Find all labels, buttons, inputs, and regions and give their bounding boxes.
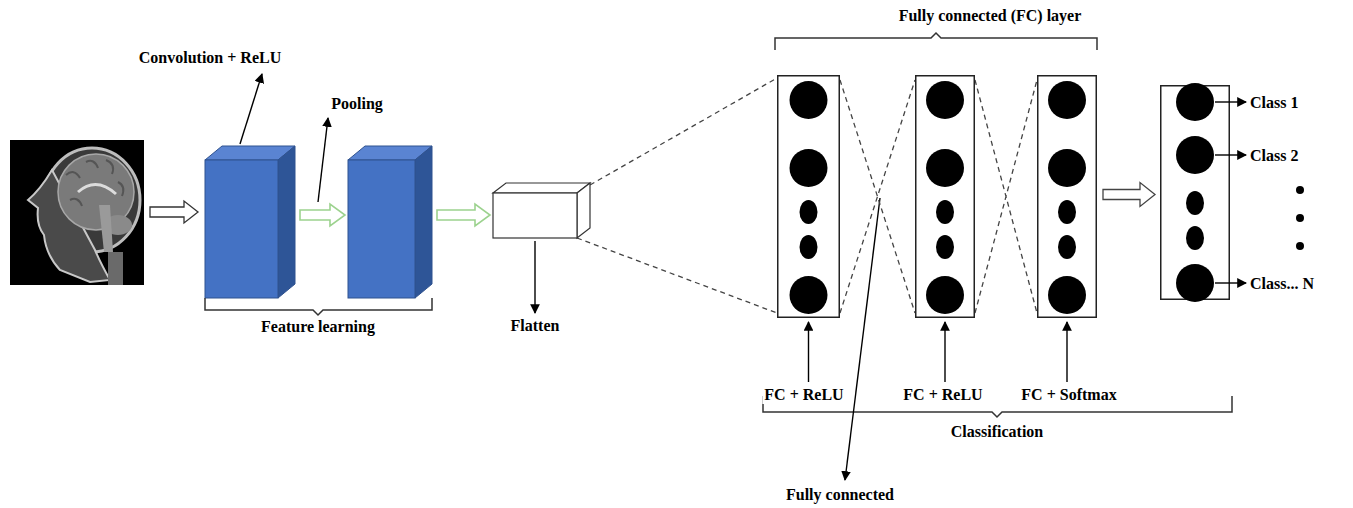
flatten-box: Flatten <box>493 183 590 238</box>
callout-label: Fully connected <box>784 485 896 504</box>
pointer-arrow <box>1215 282 1246 283</box>
mri-image <box>10 140 144 285</box>
neuron <box>1176 264 1214 302</box>
output-layer-shape <box>1160 85 1230 300</box>
neuron <box>926 276 964 314</box>
neuron <box>790 276 828 314</box>
box-front <box>493 193 577 238</box>
callout-label: Convolution + ReLU <box>137 48 283 67</box>
dot <box>1296 214 1304 222</box>
layer-label: FC + ReLU <box>901 385 984 404</box>
layer-outline <box>778 76 840 318</box>
neuron <box>926 149 964 187</box>
neuron <box>1048 81 1086 119</box>
dot <box>1296 186 1304 194</box>
neuron <box>1176 136 1214 174</box>
dense-connection <box>577 78 777 313</box>
class-label: Class... N <box>1248 274 1316 293</box>
pointer-arrow <box>808 322 809 382</box>
callout-label: Pooling <box>329 94 385 113</box>
flatten-box-shape <box>493 183 590 238</box>
neuron <box>1048 276 1086 314</box>
section-label: Fully connected (FC) layer <box>897 6 1084 25</box>
mri-brainstem <box>99 205 113 252</box>
neuron <box>936 235 954 259</box>
dense-connection <box>975 80 1037 313</box>
pointer-arrow <box>534 241 535 313</box>
pointer-arrow <box>944 322 945 382</box>
neuron <box>800 200 818 224</box>
flow-arrow <box>150 201 198 223</box>
neuron <box>800 235 818 259</box>
flow-arrow <box>437 204 490 226</box>
neuron <box>790 81 828 119</box>
neuron <box>1186 226 1204 250</box>
leader-line <box>845 198 880 480</box>
class-label: Class 2 <box>1248 146 1300 165</box>
fc-layer: FC + ReLU <box>915 75 975 318</box>
neuron <box>1058 235 1076 259</box>
mri-gyri <box>66 160 123 206</box>
block-front <box>205 160 278 298</box>
neuron <box>1048 149 1086 187</box>
layer-label: FC + Softmax <box>1019 385 1118 404</box>
bracket <box>775 33 1097 50</box>
conv-block <box>205 146 295 298</box>
neuron <box>1186 191 1204 215</box>
box-side <box>577 183 590 238</box>
class-label: Class 1 <box>1248 93 1300 112</box>
leader-line <box>240 74 262 144</box>
pointer-arrow <box>1215 101 1246 102</box>
fc-layer-shape <box>1037 75 1097 318</box>
flow-arrow <box>300 204 345 226</box>
fc-layer-shape <box>777 75 840 318</box>
section-label: Feature learning <box>259 317 377 336</box>
box-top <box>493 183 590 193</box>
pointer-arrow <box>1215 154 1246 155</box>
mri-corpus-callosum <box>78 184 116 194</box>
mri-background <box>10 140 144 285</box>
section-label: Classification <box>949 422 1045 441</box>
block-side <box>415 146 432 298</box>
dot <box>1296 242 1304 250</box>
layer-label: Flatten <box>509 316 562 335</box>
ellipsis-dots <box>1296 186 1304 250</box>
flow-arrow <box>1103 183 1155 207</box>
pool-block <box>348 146 432 298</box>
pointer-arrow <box>1066 322 1067 382</box>
fc-layer: FC + Softmax <box>1037 75 1097 318</box>
neuron <box>936 200 954 224</box>
layer-label: FC + ReLU <box>762 385 845 404</box>
dense-connection <box>840 80 915 313</box>
output-layer: Class 1Class 2Class... N <box>1160 85 1230 300</box>
fc-layer: FC + ReLU <box>777 75 840 318</box>
neuron <box>1176 83 1214 121</box>
block-side <box>278 146 295 298</box>
layer-outline <box>1038 76 1097 318</box>
neuron <box>790 149 828 187</box>
neuron <box>1058 200 1076 224</box>
layer-outline <box>916 76 975 318</box>
leader-line <box>318 118 328 202</box>
mri-spine <box>108 252 123 285</box>
neuron <box>926 81 964 119</box>
bracket <box>205 298 432 315</box>
block-front <box>348 160 415 298</box>
fc-layer-shape <box>915 75 975 318</box>
